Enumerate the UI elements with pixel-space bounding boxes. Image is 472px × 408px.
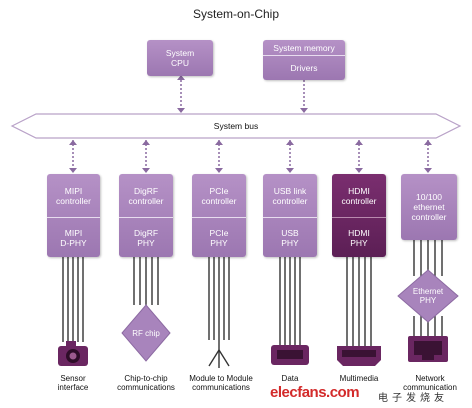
caption-sensor: Sensor interface bbox=[38, 374, 108, 392]
usb-phy-line1: USB bbox=[281, 227, 299, 238]
mipi-block: MIPI controller MIPI D-PHY bbox=[47, 174, 100, 257]
ethernet-line2: ethernet bbox=[413, 202, 445, 212]
pcie-block: PCIe controller PCIe PHY bbox=[192, 174, 246, 257]
rf-chip-label: RF chip bbox=[132, 329, 160, 338]
watermark-cn: 电子发烧友 bbox=[378, 393, 448, 404]
hdmi-phy-line2: PHY bbox=[350, 237, 368, 248]
ethernet-phy-diamond bbox=[397, 269, 459, 323]
caption-chip-to-chip: Chip-to-chip communications bbox=[106, 374, 186, 392]
pcie-controller-line2: controller bbox=[201, 195, 237, 206]
usb-controller-line2: controller bbox=[272, 195, 308, 206]
digrf-phy-line2: PHY bbox=[137, 237, 155, 248]
hdmi-block: HDMI controller HDMI PHY bbox=[332, 174, 386, 257]
bus-block-links bbox=[72, 140, 429, 172]
system-bus-label: System bus bbox=[213, 121, 259, 131]
usb-connector-icon bbox=[271, 345, 309, 365]
ethernet-phy-line1: Ethernet bbox=[412, 287, 444, 296]
hdmi-phy-line1: HDMI bbox=[348, 227, 370, 238]
ethernet-controller-block: 10/100 ethernet controller bbox=[401, 174, 457, 240]
cpu-line1: System bbox=[165, 48, 195, 58]
memory-drivers: Drivers bbox=[290, 63, 318, 73]
caption-module-line2: communications bbox=[192, 383, 250, 392]
digrf-block: DigRF controller DigRF PHY bbox=[119, 174, 173, 257]
ethernet-line3: controller bbox=[411, 212, 447, 222]
watermark-logo: elecfans.com bbox=[270, 384, 360, 401]
digrf-controller-line1: DigRF bbox=[133, 185, 159, 196]
cpu-line2: CPU bbox=[171, 58, 189, 68]
caption-sensor-line2: interface bbox=[57, 383, 89, 392]
ethernet-line1: 10/100 bbox=[416, 192, 442, 202]
module-connector-icon bbox=[208, 349, 230, 368]
mipi-controller-line2: controller bbox=[56, 195, 91, 206]
ethernet-jack-icon bbox=[408, 336, 448, 362]
caption-network-line1: Network bbox=[415, 374, 445, 383]
phy-signal-lines bbox=[62, 240, 443, 352]
system-bus-arrow bbox=[10, 113, 462, 139]
rf-chip-diamond bbox=[121, 304, 171, 362]
usb-block: USB link controller USB PHY bbox=[263, 174, 317, 257]
caption-multimedia-line1: Multimedia bbox=[339, 374, 379, 383]
caption-module: Module to Module communications bbox=[183, 374, 259, 392]
caption-data: Data bbox=[264, 374, 316, 383]
ethernet-phy-line2: PHY bbox=[419, 296, 437, 305]
hdmi-controller-line2: controller bbox=[341, 195, 377, 206]
mipi-phy-line1: MIPI bbox=[64, 227, 83, 238]
hdmi-controller-line1: HDMI bbox=[348, 185, 370, 196]
ethernet-phy-label: Ethernet PHY bbox=[398, 287, 458, 305]
system-cpu-block: System CPU bbox=[147, 40, 213, 76]
caption-sensor-line1: Sensor bbox=[60, 374, 86, 383]
mipi-phy-line2: D-PHY bbox=[60, 237, 87, 248]
mipi-controller-line1: MIPI bbox=[64, 185, 83, 196]
caption-network: Network communication bbox=[398, 374, 462, 392]
pcie-controller-line1: PCIe bbox=[209, 185, 229, 196]
caption-multimedia: Multimedia bbox=[330, 374, 388, 383]
digrf-phy-line1: DigRF bbox=[133, 227, 159, 238]
camera-icon bbox=[58, 341, 88, 366]
memory-header: System memory bbox=[263, 40, 345, 56]
caption-module-line1: Module to Module bbox=[189, 374, 253, 383]
pcie-phy-line1: PCIe bbox=[209, 227, 229, 238]
caption-network-line2: communication bbox=[403, 383, 457, 392]
caption-data-line1: Data bbox=[281, 374, 299, 383]
digrf-controller-line2: controller bbox=[128, 195, 164, 206]
system-memory-block: System memory Drivers bbox=[263, 40, 345, 80]
pcie-phy-line2: PHY bbox=[210, 237, 228, 248]
hdmi-connector-icon bbox=[337, 346, 381, 366]
usb-phy-line2: PHY bbox=[281, 237, 299, 248]
caption-chip-line1: Chip-to-chip bbox=[124, 374, 168, 383]
usb-controller-line1: USB link bbox=[273, 185, 307, 196]
page-title: System-on-Chip bbox=[192, 7, 280, 21]
caption-chip-line2: communications bbox=[117, 383, 175, 392]
